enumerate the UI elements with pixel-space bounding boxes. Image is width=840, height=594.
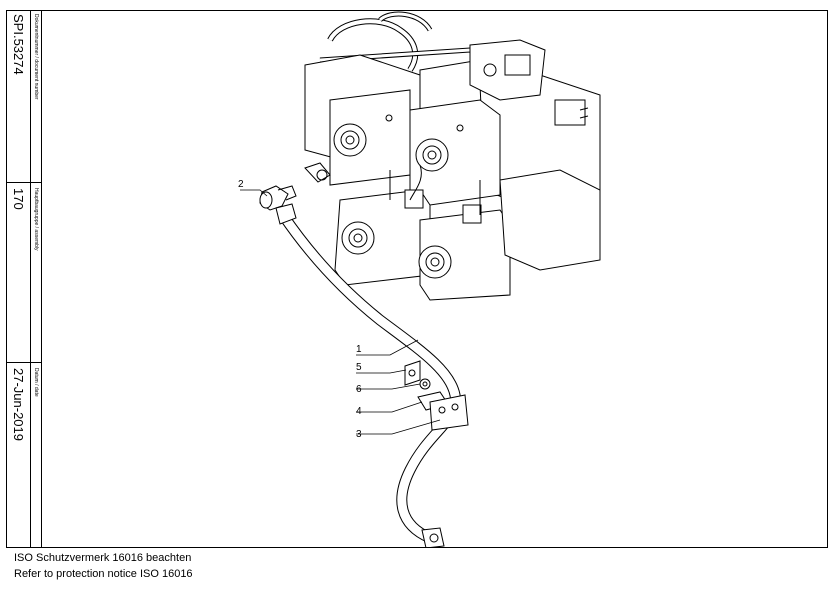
exploded-assembly-drawing: 2 1 5 6 4 3 [238, 11, 601, 547]
title-block: SPI.53274 Dokumentnummer / document numb… [6, 10, 42, 548]
title-block-separator [30, 10, 31, 548]
title-block-divider [6, 182, 42, 183]
document-number: SPI.53274 [11, 14, 26, 75]
assembly-number: 170 [11, 188, 26, 210]
callout-6: 6 [356, 384, 362, 395]
clamp-parts [404, 360, 469, 431]
drawing-frame [6, 10, 828, 548]
date-value: 27-Jun-2019 [11, 368, 26, 441]
protection-notice-de: ISO Schutzvermerk 16016 beachten [14, 552, 192, 564]
callout-5: 5 [356, 362, 362, 373]
hose [275, 203, 462, 547]
assembly-label: Hauptbaugruppe / assembly [33, 188, 39, 251]
callout-2: 2 [238, 179, 244, 190]
elbow-fitting [259, 185, 297, 211]
callout-1: 1 [356, 344, 362, 355]
title-block-divider [6, 362, 42, 363]
protection-notice-en: Refer to protection notice ISO 16016 [14, 568, 193, 580]
pump-assembly [304, 11, 601, 301]
date-label: Datum / date [33, 368, 39, 397]
document-number-label: Dokumentnummer / document number [33, 14, 39, 100]
callout-4: 4 [356, 406, 362, 417]
leader-lines [240, 189, 441, 435]
callout-3: 3 [356, 429, 362, 440]
